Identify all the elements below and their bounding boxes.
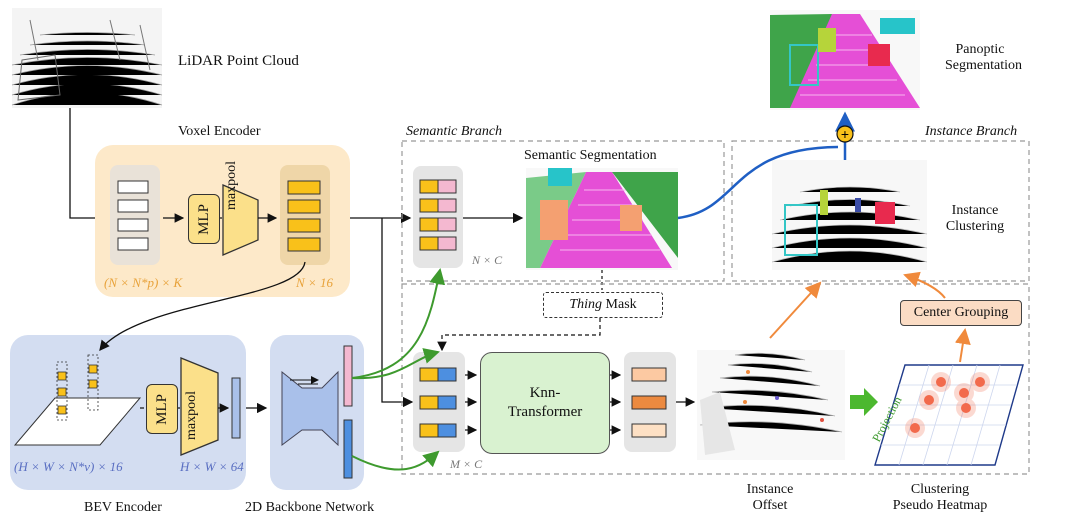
fusion-plus-icon xyxy=(836,125,854,143)
backbone-label: 2D Backbone Network xyxy=(245,500,375,515)
semantic-branch-box xyxy=(401,140,725,282)
bev-encoder-label: BEV Encoder xyxy=(84,500,162,515)
semantic-dim: N × C xyxy=(472,253,503,267)
semantic-branch-label: Semantic Branch xyxy=(406,124,503,139)
pseudo-heatmap xyxy=(874,364,1024,466)
bev-input-dim: (H × W × N*v) × 16 xyxy=(14,459,123,474)
heatmap-to-grouping-arrow xyxy=(954,328,971,363)
instance-clustering-image xyxy=(771,160,928,270)
backbone-semantic-output xyxy=(343,345,353,407)
voxel-mlp-label: MLP xyxy=(195,203,212,235)
bev-maxpool-trapezoid xyxy=(180,357,219,456)
knn-transformer-block: Knn- Transformer xyxy=(480,352,610,454)
projection-block-arrow xyxy=(850,388,878,416)
backbone-lower-arrow xyxy=(351,450,440,471)
fusion-plus-symbol: + xyxy=(841,126,849,142)
instance-clustering-line2: Clustering xyxy=(945,219,1005,235)
thing-mask-box: Thing Mask xyxy=(543,292,663,318)
voxel-point-boxes xyxy=(117,180,149,251)
center-grouping-box: Center Grouping xyxy=(900,300,1022,326)
grouping-to-clustering-arrow xyxy=(903,271,946,299)
voxel-to-bev-arrow xyxy=(99,261,306,352)
instance-dim: M × C xyxy=(450,457,483,471)
backbone-hourglass xyxy=(281,370,339,447)
bev-mlp-label: MLP xyxy=(153,393,170,425)
instance-offset-line2: Offset xyxy=(752,498,788,514)
voxel-output-dim: N × 16 xyxy=(296,275,333,290)
heatmap-line1: Clustering xyxy=(910,482,970,497)
instance-clustering-line1: Instance xyxy=(951,203,999,218)
offset-to-clustering-arrow xyxy=(769,281,822,339)
backbone-to-instance-arrow xyxy=(351,348,440,380)
bev-plane xyxy=(13,397,142,446)
panoptic-segmentation-image xyxy=(770,10,920,110)
instance-upper-box xyxy=(731,140,1030,282)
panoptic-label-line1: Panoptic xyxy=(955,42,1005,57)
voxel-input-dim: (N × N*p) × K xyxy=(104,275,183,290)
semantic-to-panoptic-arrow xyxy=(677,145,839,220)
instance-branch-label: Instance Branch xyxy=(925,124,1018,139)
bev-feature-bar xyxy=(231,377,241,439)
bev-maxpool-label: maxpool xyxy=(184,391,199,440)
offset-output-boxes xyxy=(631,367,667,438)
thing-mask-arrow xyxy=(437,318,601,352)
voxel-feature-boxes xyxy=(287,180,321,252)
instance-feature-boxes xyxy=(419,367,457,438)
heatmap-label: Clustering Pseudo Heatmap xyxy=(880,482,1000,514)
knn-line2: Transformer xyxy=(507,404,583,420)
voxel-maxpool-label: maxpool xyxy=(224,161,239,210)
voxel-maxpool-trapezoid xyxy=(222,184,259,256)
backbone-to-semantic-arrow xyxy=(351,268,446,379)
instance-offset-image xyxy=(697,350,845,460)
instance-offset-line1: Instance xyxy=(746,482,794,497)
instance-offset-label: Instance Offset xyxy=(730,482,810,514)
backbone-instance-output xyxy=(343,419,353,479)
semantic-segmentation-label: Semantic Segmentation xyxy=(524,148,657,163)
instance-lower-box xyxy=(401,283,1030,475)
bev-mlp-block: MLP xyxy=(146,384,178,434)
thing-mask-rest: Mask xyxy=(602,297,637,312)
lidar-point-cloud-image xyxy=(11,8,163,108)
bev-output-dim: H × W × 64 xyxy=(180,459,244,474)
panoptic-label: Panoptic Segmentation xyxy=(945,42,1022,74)
knn-line1: Knn- xyxy=(529,384,561,401)
semantic-feature-boxes xyxy=(419,179,457,251)
bev-pillars xyxy=(56,354,99,421)
thing-mask-italic: Thing xyxy=(569,297,603,312)
panoptic-label-line2: Segmentation xyxy=(945,58,1022,74)
voxel-encoder-label: Voxel Encoder xyxy=(178,124,261,139)
lidar-label: LiDAR Point Cloud xyxy=(178,53,299,69)
voxel-mlp-block: MLP xyxy=(188,194,220,244)
semantic-segmentation-image xyxy=(526,168,678,270)
instance-clustering-label: Instance Clustering xyxy=(940,203,1010,235)
heatmap-line2: Pseudo Heatmap xyxy=(892,498,988,514)
